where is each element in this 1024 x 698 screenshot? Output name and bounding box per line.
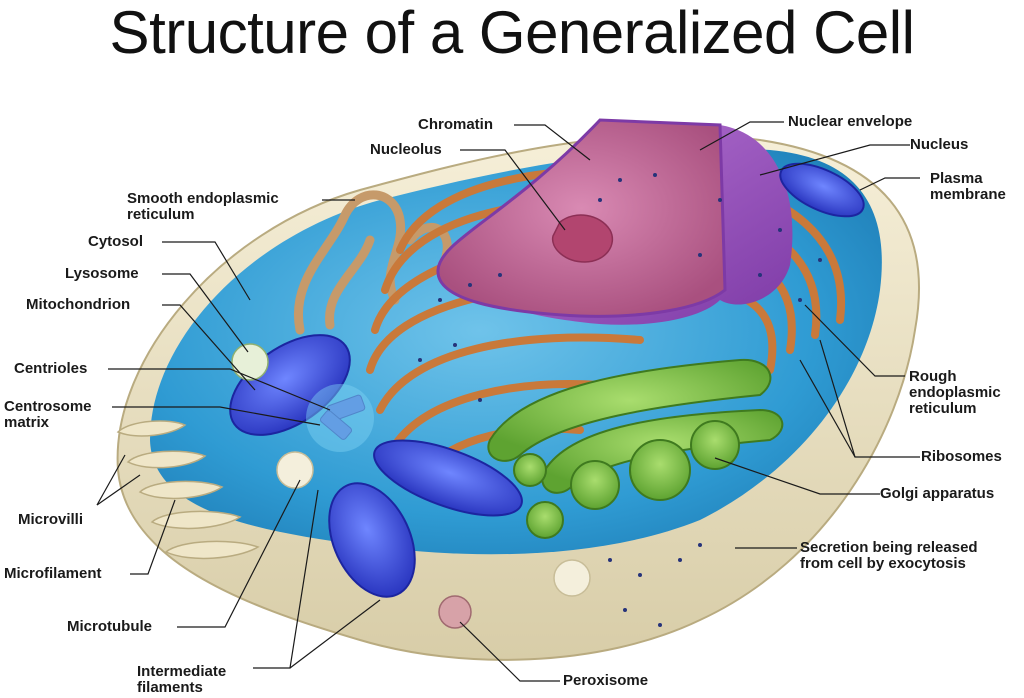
peroxisome xyxy=(438,595,472,629)
microvilli-group xyxy=(116,420,260,560)
nucleolus xyxy=(551,214,614,263)
label-nucleus: Nucleus xyxy=(910,136,969,153)
label-nucleolus: Nucleolus xyxy=(370,141,442,158)
label-ribosomes: Ribosomes xyxy=(921,448,1002,465)
leader-lines xyxy=(96,121,920,682)
label-chromatin: Chromatin xyxy=(418,116,493,133)
label-cytosol: Cytosol xyxy=(88,233,144,250)
label-secretion-line2: from cell by exocytosis xyxy=(800,555,966,572)
mitochondria xyxy=(229,162,865,598)
label-microvilli: Microvilli xyxy=(18,511,84,528)
golgi-apparatus xyxy=(487,358,784,539)
label-intermediate-line1: Intermediate xyxy=(137,663,227,680)
vesicle xyxy=(276,451,314,489)
centrosome-matrix xyxy=(306,384,374,452)
lysosome xyxy=(231,343,269,381)
label-secretion-line1: Secretion being released xyxy=(800,539,978,556)
exocytosis-vesicle xyxy=(553,559,591,597)
label-smooth-er-line1: Smooth endoplasmic xyxy=(127,190,279,207)
label-smooth-er-line2: reticulum xyxy=(127,206,195,223)
label-intermediate-line2: filaments xyxy=(137,679,203,696)
centrioles xyxy=(319,394,366,440)
label-lysosome: Lysosome xyxy=(65,265,139,282)
label-plasma-membrane-line2: membrane xyxy=(930,186,1006,203)
label-rough-er-line3: reticulum xyxy=(909,400,977,417)
label-centrosome-line1: Centrosome xyxy=(4,398,92,415)
label-golgi-apparatus: Golgi apparatus xyxy=(880,485,995,502)
label-plasma-membrane-line1: Plasma xyxy=(930,170,983,187)
label-peroxisome: Peroxisome xyxy=(563,672,649,689)
label-centrioles: Centrioles xyxy=(14,360,88,377)
label-centrosome-line2: matrix xyxy=(4,414,50,431)
label-microfilament: Microfilament xyxy=(4,565,102,582)
page-title: Structure of a Generalized Cell xyxy=(109,0,915,66)
label-mitochondrion: Mitochondrion xyxy=(26,296,131,313)
ribosome-dots xyxy=(418,173,822,627)
label-rough-er-line1: Rough xyxy=(909,368,957,385)
label-rough-er-line2: endoplasmic xyxy=(909,384,1001,401)
label-nuclear-envelope: Nuclear envelope xyxy=(788,113,913,130)
label-microtubule: Microtubule xyxy=(67,618,152,635)
